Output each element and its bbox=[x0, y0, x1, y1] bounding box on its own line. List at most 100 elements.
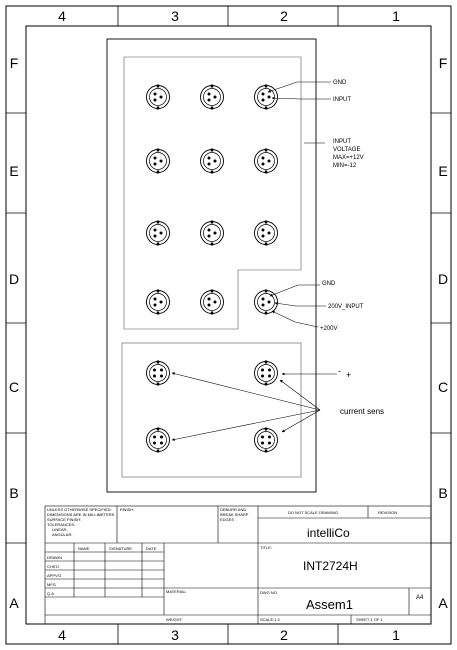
zone-row-left-b: B bbox=[9, 485, 18, 501]
finish-label: FINISH: bbox=[120, 507, 134, 512]
connector-3pin-9-pin-3 bbox=[267, 231, 271, 235]
connector-3pin-12-pin-1 bbox=[261, 297, 265, 301]
zone-row-right-f: F bbox=[439, 55, 448, 71]
zone-row-left-c: C bbox=[9, 379, 19, 395]
connector-4pin-2-pin-3 bbox=[268, 368, 271, 372]
connector-3pin-11-pin-1 bbox=[207, 297, 211, 301]
connector-4pin-4-pin-4 bbox=[268, 441, 271, 445]
connector-4pin-3-pin-4 bbox=[160, 441, 163, 445]
connector-3pin-4-pin-1 bbox=[153, 156, 157, 160]
connector-3pin-7-pin-1 bbox=[153, 228, 157, 232]
connector-3pin-4-pin-3 bbox=[159, 159, 163, 163]
part-number: INT2724H bbox=[303, 559, 358, 573]
connector-3pin-5-pin-3 bbox=[213, 159, 217, 163]
connector-3pin-6-pin-3 bbox=[267, 159, 271, 163]
connector-3pin-1 bbox=[146, 84, 170, 110]
connector-3pin-1-pin-1 bbox=[153, 92, 157, 96]
four-pin-connector-grid bbox=[146, 360, 278, 453]
three-pin-connector-grid bbox=[146, 84, 278, 315]
connector-3pin-4 bbox=[146, 148, 170, 174]
role-drawn: DRAWN bbox=[47, 555, 62, 560]
drawing-number: Assem1 bbox=[306, 597, 353, 612]
connector-3pin-10-pin-1 bbox=[153, 297, 157, 301]
deburr-3: EDGES bbox=[220, 517, 234, 522]
weight-label: WEIGHT: bbox=[166, 617, 183, 622]
connector-4pin-4-pin-1 bbox=[261, 435, 264, 439]
label-minus: - bbox=[338, 366, 341, 376]
enclosure-panel bbox=[106, 38, 317, 493]
material-label: MATERIAL: bbox=[166, 589, 187, 594]
zone-row-left-e: E bbox=[9, 163, 18, 179]
deburr-1: DEBURR AND bbox=[220, 507, 246, 512]
zone-col-top-1: 4 bbox=[58, 8, 66, 24]
label-plus: + bbox=[346, 370, 351, 380]
connector-4pin-1-pin-3 bbox=[160, 368, 163, 372]
zone-ticks bbox=[6, 6, 451, 644]
connector-4pin-4-pin-3 bbox=[268, 435, 271, 439]
label-input-voltage-3: MAX=+12V bbox=[333, 155, 364, 161]
connector-3pin-7-pin-2 bbox=[153, 234, 157, 238]
connector-3pin-2-pin-1 bbox=[207, 92, 211, 96]
note-3: SURFACE FINISH: bbox=[47, 517, 81, 522]
zone-col-bottom-1: 4 bbox=[58, 627, 66, 643]
connector-4pin-2-pin-4 bbox=[268, 374, 271, 378]
connector-3pin-3-pin-3 bbox=[267, 95, 271, 99]
connector-3pin-6 bbox=[254, 148, 278, 174]
inner-border bbox=[25, 25, 432, 625]
connector-4pin-3-pin-3 bbox=[160, 435, 163, 439]
note-1: UNLESS OTHERWISE SPECIFIED: bbox=[47, 507, 112, 512]
header-signature: SIGNATURE bbox=[109, 546, 132, 551]
note-6: ANGULAR: bbox=[52, 532, 72, 537]
note-4: TOLERANCES: bbox=[47, 522, 75, 527]
connector-3pin-5-pin-1 bbox=[207, 156, 211, 160]
connector-3pin-3-pin-2 bbox=[261, 98, 265, 102]
connector-3pin-11-pin-3 bbox=[213, 300, 217, 304]
connector-3pin-8 bbox=[200, 220, 224, 246]
dwg-no-label: DWG NO. bbox=[260, 590, 278, 595]
sheet-size: A4 bbox=[416, 595, 424, 601]
connector-3pin-6-pin-2 bbox=[261, 162, 265, 166]
zone-col-top-2: 3 bbox=[171, 8, 179, 24]
connector-3pin-12-pin-3 bbox=[267, 300, 271, 304]
role-qa: Q.A bbox=[47, 591, 54, 596]
role-chkd: CHK'D bbox=[47, 564, 59, 569]
connector-4pin-3-pin-2 bbox=[153, 441, 156, 445]
role-mfg: MFG bbox=[47, 582, 56, 587]
connector-3pin-2 bbox=[200, 84, 224, 110]
upper-section-outline bbox=[123, 56, 302, 330]
scale-label: SCALE:1:2 bbox=[260, 617, 281, 622]
connector-4pin-3 bbox=[146, 427, 170, 453]
connector-3pin-1-pin-3 bbox=[159, 95, 163, 99]
connector-3pin-8-pin-3 bbox=[213, 231, 217, 235]
title-block-lines bbox=[44, 505, 432, 625]
deburr-2: BREAK SHARP bbox=[220, 512, 249, 517]
outer-border bbox=[5, 5, 452, 645]
connector-3pin-2-pin-2 bbox=[207, 98, 211, 102]
zone-col-top-3: 2 bbox=[280, 8, 288, 24]
connector-4pin-4-pin-2 bbox=[261, 441, 264, 445]
connector-3pin-7-pin-3 bbox=[159, 231, 163, 235]
label-input: INPUT bbox=[333, 97, 351, 103]
connector-3pin-7 bbox=[146, 220, 170, 246]
zone-col-bottom-2: 3 bbox=[171, 627, 179, 643]
zone-row-left-a: A bbox=[9, 595, 19, 611]
zone-col-bottom-4: 1 bbox=[392, 627, 400, 643]
connector-3pin-9 bbox=[254, 220, 278, 246]
header-name: NAME bbox=[78, 546, 90, 551]
note-5: LINEAR: bbox=[52, 527, 68, 532]
connector-3pin-3-pin-1 bbox=[261, 92, 265, 96]
zone-row-right-a: A bbox=[438, 595, 448, 611]
connector-3pin-12-pin-2 bbox=[261, 303, 265, 307]
label-gnd-mid: GND bbox=[322, 281, 336, 287]
connector-3pin-12 bbox=[254, 289, 278, 315]
connector-3pin-5-pin-2 bbox=[207, 162, 211, 166]
connector-4pin-2-pin-2 bbox=[261, 374, 264, 378]
zone-row-left-f: F bbox=[10, 55, 19, 71]
connector-4pin-2-pin-1 bbox=[261, 368, 264, 372]
zone-row-right-e: E bbox=[438, 163, 447, 179]
lower-section-outline bbox=[121, 342, 302, 478]
connector-3pin-1-pin-2 bbox=[153, 98, 157, 102]
leader-lines bbox=[171, 81, 337, 441]
zone-col-top-4: 1 bbox=[392, 8, 400, 24]
